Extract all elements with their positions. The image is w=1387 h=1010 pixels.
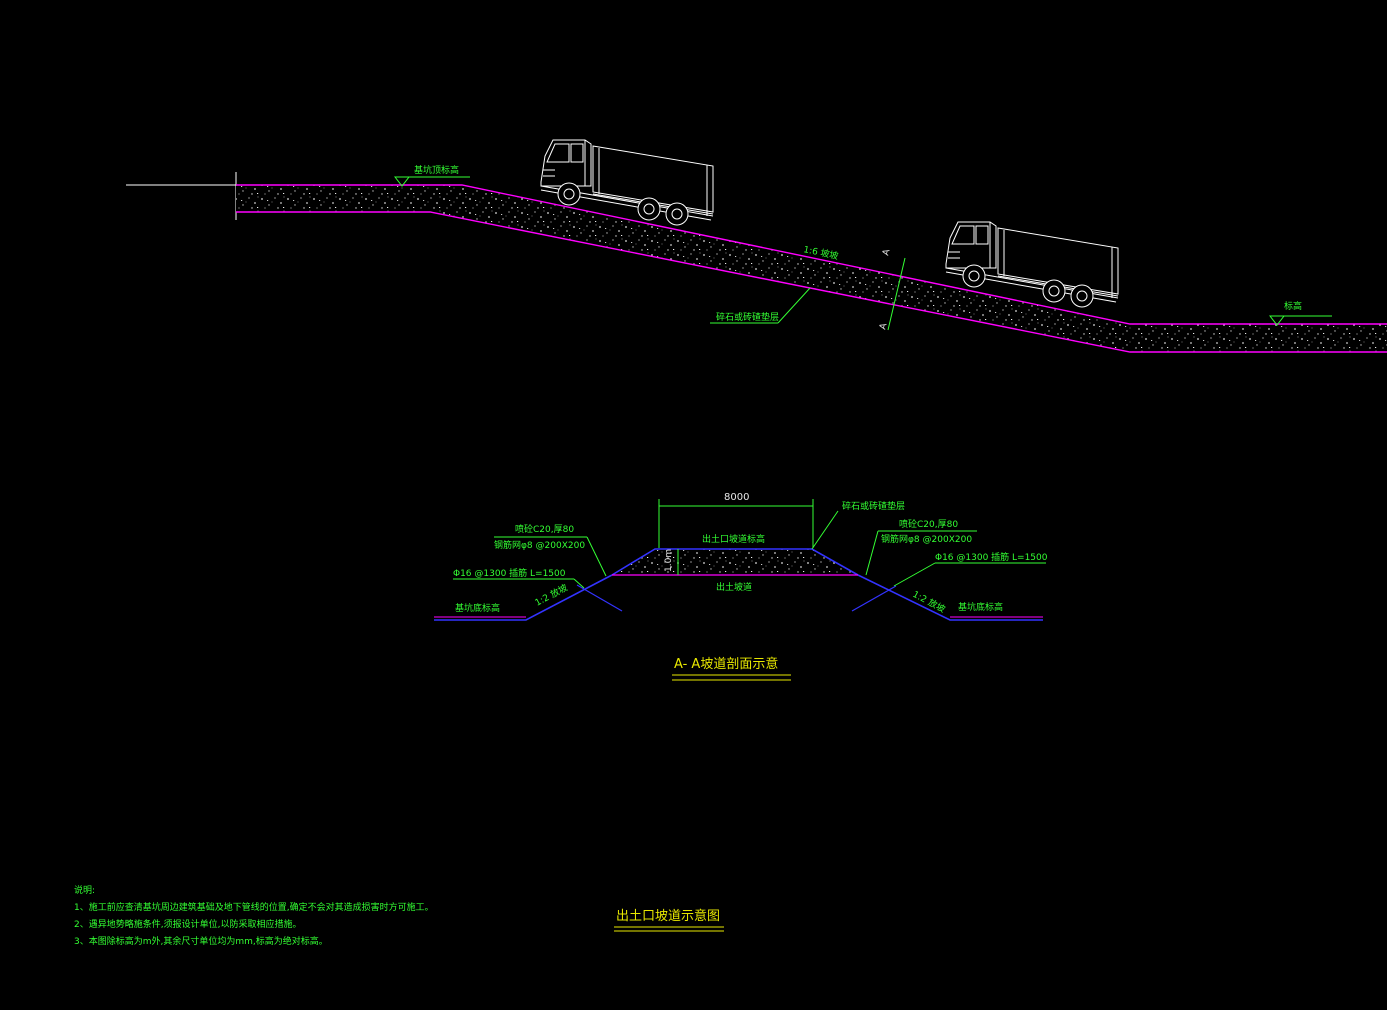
main-title-block: 出土口坡道示意图	[614, 908, 724, 932]
shotcrete-right: 喷砼C20,厚80	[899, 518, 958, 530]
slope-left-label: 1:2 放坡	[533, 581, 570, 608]
mesh-right: 钢筋网φ8 @200X200	[881, 533, 972, 545]
width-dim-text: 8000	[724, 492, 749, 503]
height-dimension: 1.0m	[664, 549, 679, 575]
gravel-leader: 碎石或砖碴垫层	[710, 287, 811, 324]
mesh-left: 钢筋网φ8 @200X200	[494, 539, 585, 551]
notes-block: 说明: 1、施工前应查清基坑周边建筑基础及地下管线的位置,确定不会对其造成损害时…	[74, 883, 494, 951]
shotcrete-left: 喷砼C20,厚80	[515, 523, 574, 535]
anchor-left	[576, 584, 623, 612]
notes-heading: 说明:	[74, 886, 96, 896]
anchor-right-label: Φ16 @1300 插筋 L=1500	[935, 551, 1048, 563]
bottom-elevation-label: 标高	[1284, 300, 1302, 312]
slope-right-label: 1:2 放坡	[911, 588, 948, 615]
note-item: 1、施工前应查清基坑周边建筑基础及地下管线的位置,确定不会对其造成损害时方可施工…	[74, 903, 434, 913]
note-item: 3、本图除标高为m外,其余尺寸单位均为mm,标高为绝对标高。	[74, 937, 328, 947]
top-elevation-mark: 基坑顶标高	[393, 164, 470, 187]
anchor-right	[851, 585, 897, 612]
width-dimension: 8000	[658, 492, 814, 548]
pit-bottom-left-label: 基坑底标高	[455, 602, 500, 614]
section-mark-bottom: A	[878, 321, 889, 330]
section-gravel	[612, 549, 858, 575]
section-title: A- A坡道剖面示意	[674, 656, 778, 672]
height-dim-text: 1.0m	[664, 549, 674, 572]
section-mark-top: A	[881, 247, 892, 256]
section-top-label: 出土口坡道标高	[702, 533, 765, 545]
section-gravel-label: 碎石或砖碴垫层	[842, 500, 905, 512]
gravel-bed	[236, 185, 1387, 352]
section-left-bank	[434, 574, 613, 621]
gravel-label: 碎石或砖碴垫层	[716, 311, 779, 323]
section-top	[611, 548, 859, 576]
section-cut-line: A A	[878, 247, 906, 331]
anchor-left-label: Φ16 @1300 插筋 L=1500	[453, 567, 566, 579]
pit-bottom-right-label: 基坑底标高	[958, 601, 1003, 613]
ramp-top-edge	[236, 184, 1387, 325]
ramp-label: 出土坡道	[716, 581, 752, 593]
ramp-profile: 基坑顶标高 标高 1:6 坡坡 碎石或砖碴垫层 A A	[126, 139, 1387, 353]
top-elevation-label: 基坑顶标高	[414, 164, 459, 176]
bottom-elevation-mark: 标高	[1268, 300, 1332, 326]
note-item: 2、遇异地势略施条件,须报设计单位,以防采取相应措施。	[74, 920, 302, 930]
ramp-bottom-edge	[236, 211, 1387, 353]
section-right-bank	[857, 574, 1043, 621]
main-title: 出土口坡道示意图	[616, 908, 720, 924]
cross-section: 8000 1.0m 碎石或砖碴垫层 喷砼C20,厚80 钢筋网φ8 @200X2…	[434, 492, 1048, 681]
